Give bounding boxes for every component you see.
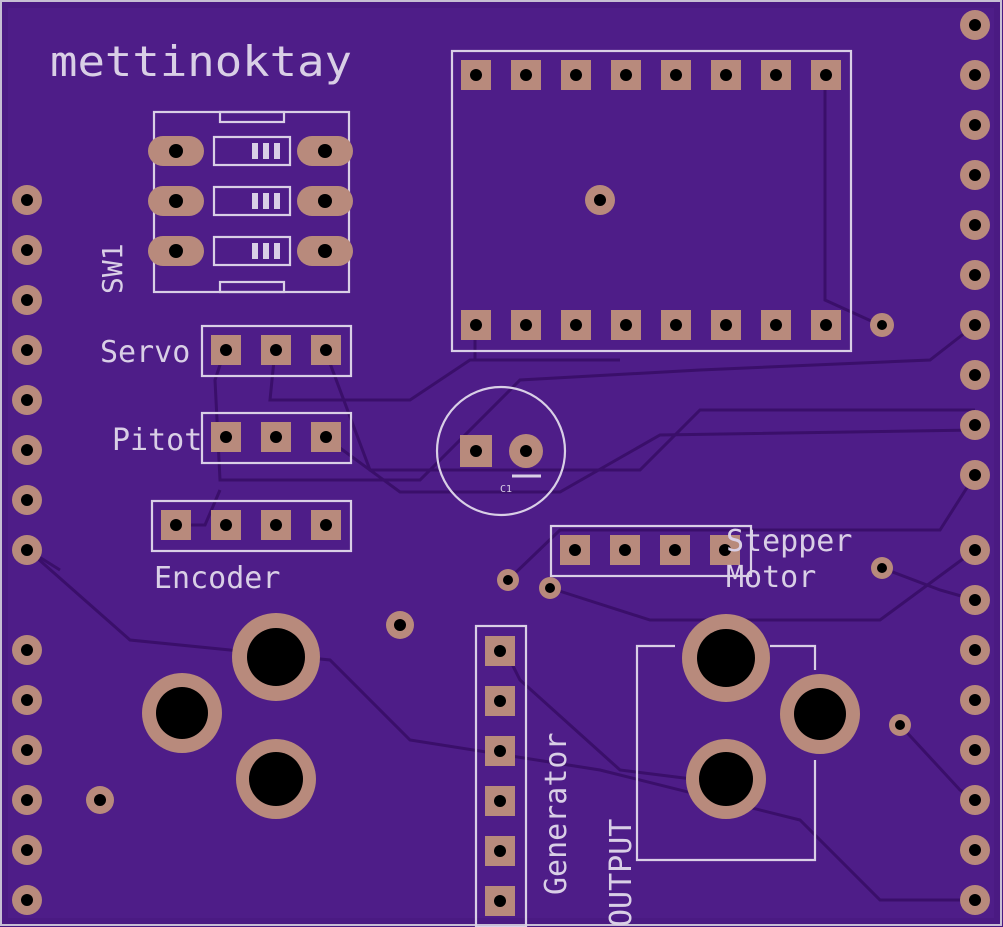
left-edge-pin (12, 635, 42, 665)
generator-pin (485, 886, 515, 916)
left-edge-pin (12, 435, 42, 465)
left-edge-pin (12, 385, 42, 415)
sw1-dip-switch (148, 110, 353, 294)
left-edge-pin (12, 785, 42, 815)
left-edge-pin (12, 735, 42, 765)
encoder-header (150, 499, 353, 553)
author-label: mettinoktay (50, 37, 352, 86)
left-edge-pin (12, 535, 42, 565)
stepper-motor-header (549, 524, 753, 578)
right-edge-pin (960, 110, 990, 140)
c1-capacitor (435, 385, 567, 517)
input-jack (142, 613, 320, 819)
driver-pin-top (761, 60, 791, 90)
driver-pin-top (811, 60, 841, 90)
vias (86, 313, 911, 814)
driver-pin-top (611, 60, 641, 90)
via (497, 569, 519, 591)
generator-pin (485, 836, 515, 866)
via (870, 313, 894, 337)
right-edge-pin (960, 310, 990, 340)
left-edge-pin (12, 485, 42, 515)
right-edge-pin (960, 885, 990, 915)
right-edge-pin (960, 535, 990, 565)
driver-pin-bottom (611, 310, 641, 340)
left-edge-pin (12, 285, 42, 315)
left-edge-pin (12, 685, 42, 715)
left-edge-pin (12, 235, 42, 265)
right-edge-pin (960, 460, 990, 490)
right-edge-pin (960, 835, 990, 865)
via (871, 557, 893, 579)
output-label: OUTPUT (604, 819, 639, 927)
right-edge-pin (960, 10, 990, 40)
c1-label: C1 (500, 484, 512, 495)
driver-pin-bottom (561, 310, 591, 340)
via (889, 714, 911, 736)
right-edge-pin (960, 685, 990, 715)
servo-header (200, 324, 353, 378)
driver-pin-top (561, 60, 591, 90)
via (86, 786, 114, 814)
left-edge-pin (12, 885, 42, 915)
encoder-label: Encoder (154, 561, 280, 596)
driver-pin-bottom (711, 310, 741, 340)
left-edge-pin (12, 335, 42, 365)
driver-pin-bottom (761, 310, 791, 340)
right-edge-pin (960, 160, 990, 190)
left-edge-header (12, 185, 42, 915)
right-edge-pin (960, 260, 990, 290)
servo-label: Servo (100, 335, 190, 370)
driver-pin-top (711, 60, 741, 90)
pitot-label: Pitot (112, 423, 202, 458)
driver-module (450, 49, 853, 353)
right-edge-pin (960, 60, 990, 90)
right-edge-pin (960, 210, 990, 240)
traces (27, 75, 977, 902)
right-edge-pin (960, 585, 990, 615)
right-edge-header (960, 10, 990, 915)
generator-label: Generator (539, 732, 574, 895)
driver-pin-bottom (811, 310, 841, 340)
generator-pin (485, 686, 515, 716)
right-edge-pin (960, 635, 990, 665)
driver-pin-top (661, 60, 691, 90)
driver-pin-bottom (461, 310, 491, 340)
right-edge-pin (960, 735, 990, 765)
driver-pin-bottom (661, 310, 691, 340)
driver-pin-top (461, 60, 491, 90)
right-edge-pin (960, 785, 990, 815)
left-edge-pin (12, 835, 42, 865)
generator-pin (485, 636, 515, 666)
driver-pin-top (511, 60, 541, 90)
stepper-label-line2: Motor (726, 560, 816, 595)
driver-pin-bottom (511, 310, 541, 340)
generator-pin (485, 736, 515, 766)
via (539, 577, 561, 599)
left-edge-pin (12, 185, 42, 215)
generator-pin (485, 786, 515, 816)
output-jack (635, 614, 860, 862)
pitot-header (200, 411, 353, 465)
sw1-label: SW1 (96, 243, 129, 294)
stepper-label-line1: Stepper (726, 524, 852, 559)
via (386, 611, 414, 639)
right-edge-pin (960, 410, 990, 440)
right-edge-pin (960, 360, 990, 390)
generator-header (474, 624, 528, 927)
